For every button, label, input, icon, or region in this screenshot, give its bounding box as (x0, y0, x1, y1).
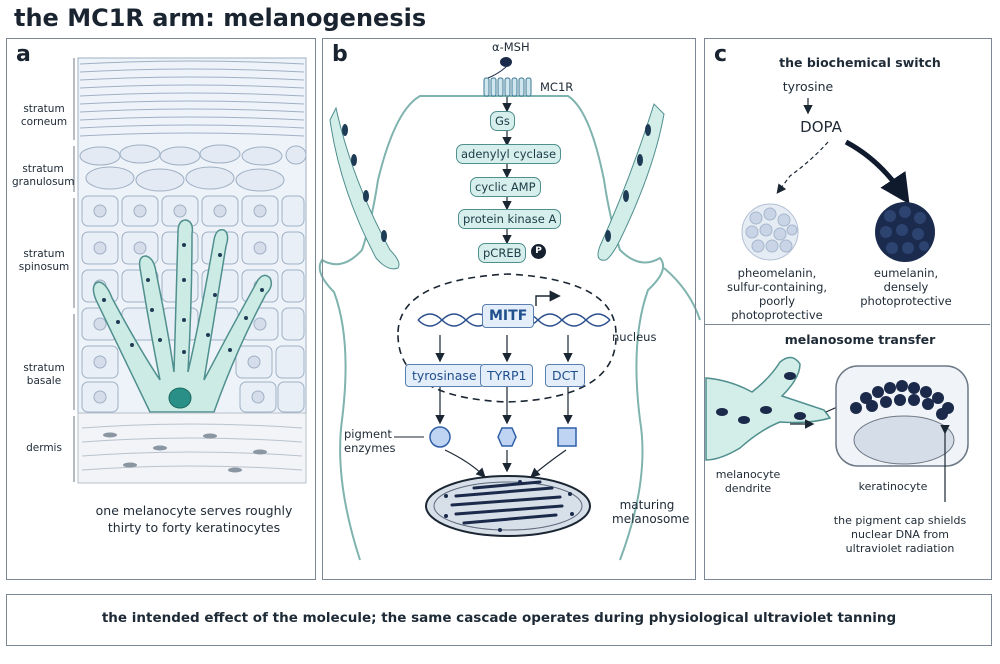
dendrite-label: melanocyte dendrite (715, 468, 781, 495)
footer-text: the intended effect of the molecule; the… (101, 610, 897, 626)
layer-label-spinosum: stratum spinosum (18, 248, 70, 273)
eumelanin-label: eumelanin, densely photoprotective (860, 266, 952, 308)
panel-a-caption: one melanocyte serves roughly thirty to … (95, 503, 293, 535)
mc1r-receptor (483, 57, 532, 97)
pheomelanin-granules (741, 203, 799, 261)
footer-box: the intended effect of the molecule; the… (6, 594, 992, 646)
node-gs: Gs (490, 111, 515, 131)
intermediate-label: DOPA (800, 118, 842, 136)
pheomelanin-label: pheomelanin, sulfur-containing, poorly p… (726, 266, 828, 322)
layer-label-dermis: dermis (26, 442, 62, 454)
enzymes-label: pigment enzymes (344, 427, 396, 455)
nucleus-label: nucleus (612, 330, 657, 344)
tyrosinase-enzyme (429, 426, 451, 448)
substrate-label: tyrosine (782, 79, 834, 94)
nucleus-outline (397, 273, 617, 403)
node-cyclic-amp: cyclic AMP (470, 177, 541, 197)
panel-c (704, 38, 992, 580)
keratinocyte-label: keratinocyte (858, 480, 928, 493)
melanosome-drawing (425, 475, 591, 537)
transfer-drawing (705, 356, 969, 502)
node-adenylyl-cyclase: adenylyl cyclase (456, 144, 562, 164)
phospho-badge: P (531, 244, 546, 259)
gene-dct: DCT (545, 364, 585, 387)
cap-label: the pigment cap shields nuclear DNA from… (833, 514, 967, 555)
panel-c-label: c (714, 42, 728, 67)
node-protein-kinase-a: protein kinase A (458, 209, 562, 229)
switch-title: the biochemical switch (779, 55, 941, 70)
receptor-label: MC1R (540, 80, 574, 94)
layer-label-corneum: stratum corneum (20, 103, 68, 128)
panel-b (322, 38, 696, 580)
tf-mitf: MITF (482, 304, 535, 328)
gene-tyrosinase: tyrosinase (405, 364, 484, 387)
figure-title: the MC1R arm: melanogenesis (14, 4, 427, 32)
dct-enzyme (557, 427, 577, 447)
node-pcreb: pCREB (478, 243, 527, 263)
panel-b-label: b (332, 42, 348, 67)
transfer-divider (704, 324, 990, 325)
melanosome-label: maturing melanosome (612, 498, 690, 526)
cell-outline (318, 95, 701, 561)
panel-a-label: a (16, 42, 31, 67)
tyrp1-enzyme (497, 427, 517, 447)
gene-tyrp1: TYRP1 (480, 364, 534, 387)
skin-section (73, 57, 307, 484)
ligand-label: α-MSH (492, 40, 530, 54)
layer-label-basale: stratum basale (23, 362, 65, 387)
transfer-title: melanosome transfer (784, 332, 936, 347)
layer-label-granulosum: stratum granulosum (12, 163, 75, 188)
eumelanin-granules (875, 202, 935, 262)
